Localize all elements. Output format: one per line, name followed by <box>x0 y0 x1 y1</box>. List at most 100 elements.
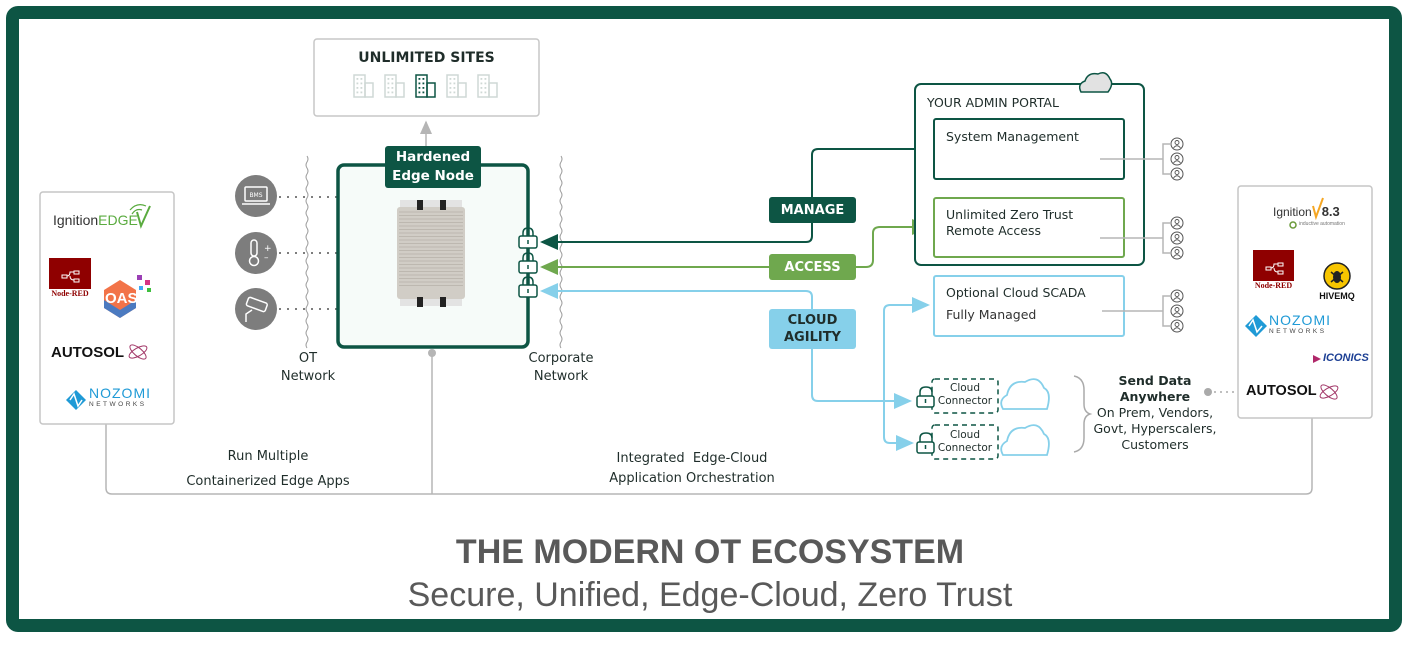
edge-device-image <box>397 200 465 307</box>
connector-lock-icon <box>916 386 935 408</box>
manage-tag[interactable]: MANAGE <box>780 202 845 218</box>
send-data-line4: Govt, Hyperscalers, <box>1093 421 1217 436</box>
remote-access-line1: Unlimited Zero Trust <box>946 207 1074 222</box>
footer-title: THE MODERN OT ECOSYSTEM <box>455 533 965 571</box>
cloud-scada-connection-line <box>883 297 930 444</box>
cloud-tag-bg <box>769 309 856 349</box>
connector-lock-icon <box>916 432 935 454</box>
edge-node-title: Hardened Edge Node <box>385 148 481 186</box>
orchestration-line <box>105 418 1313 495</box>
ot-network-label-line1: OT <box>298 351 318 366</box>
nozomi-logo-right-icon <box>1245 315 1267 337</box>
nozomi-right-text: NOZOMI <box>1269 312 1331 328</box>
building-icon <box>415 74 436 98</box>
inductive-gear-icon <box>1289 221 1297 229</box>
nodered-logo-right-text: Node-RED <box>1254 281 1293 290</box>
nozomi-left-text: NOZOMI <box>89 385 151 401</box>
nozomi-logo-right: NOZOMI NETWORKS <box>1269 312 1331 337</box>
oas-logo-text: OAS <box>105 290 138 307</box>
oas-logo <box>104 275 151 318</box>
cloud-connector-2-label: Cloud Connector <box>932 429 998 455</box>
autosol-logo-right: AUTOSOL <box>1246 383 1317 399</box>
ignition-edge-logo: IgnitionEDGE <box>53 212 138 228</box>
cloud-agility-line2: AGILITY <box>784 330 841 345</box>
user-icon <box>1170 231 1184 245</box>
user-icon <box>1170 137 1184 151</box>
user-group <box>1100 137 1184 181</box>
edge-node-connector-dot <box>428 349 436 357</box>
lock-icon <box>518 227 538 249</box>
run-label-line2: Containerized Edge Apps <box>186 474 350 489</box>
thermometer-device: + – <box>235 232 277 274</box>
user-icon <box>1170 304 1184 318</box>
corporate-network-boundary <box>559 155 563 349</box>
footer-subtitle: Secure, Unified, Edge-Cloud, Zero Trust <box>407 576 1013 614</box>
svg-text:–: – <box>264 253 269 263</box>
autosol-atom-icon <box>128 344 1339 400</box>
ignition-83-text: Ignition <box>1273 205 1312 219</box>
inductive-automation-text: inductive automation <box>1299 221 1345 227</box>
svg-text:BMS: BMS <box>249 192 262 199</box>
cloud-scada-title: Optional Cloud SCADA <box>946 285 1086 300</box>
cloud-icon-2 <box>1000 424 1050 456</box>
lock-icon <box>518 276 538 298</box>
ignition-edge-wifi-icon <box>129 204 147 215</box>
system-management-label: System Management <box>946 129 1079 144</box>
building-icon <box>384 74 405 98</box>
corporate-network-label: Corporate Network <box>515 350 607 386</box>
ignition-83-logo: Ignition 8.3 <box>1273 204 1340 219</box>
site-buildings <box>353 74 498 98</box>
cloud-connector-1-label: Cloud Connector <box>932 382 998 408</box>
orch-label-line2: Application Orchestration <box>609 471 775 486</box>
nodered-logo-left-text: Node-RED <box>51 289 89 298</box>
remote-access-line2: Remote Access <box>946 223 1041 238</box>
camera-device <box>235 288 277 330</box>
ignition-logo-text: Ignition <box>53 212 99 228</box>
manage-tag-bg <box>769 197 856 223</box>
building-icon <box>477 74 498 98</box>
ignition-version-text: 8.3 <box>1321 204 1340 219</box>
hivemq-logo-text: HIVEMQ <box>1319 291 1355 301</box>
user-icon <box>1170 216 1184 230</box>
user-icon <box>1170 246 1184 260</box>
edge-logo-text: EDGE <box>98 212 138 228</box>
run-label-line1: Run Multiple <box>227 449 309 464</box>
nozomi-logo-left-icon <box>66 390 86 410</box>
admin-portal-title: YOUR ADMIN PORTAL <box>927 95 1059 110</box>
remote-access-label: Unlimited Zero Trust Remote Access <box>946 207 1073 239</box>
cloud-scada-subtitle: Fully Managed <box>946 307 1037 322</box>
send-data-dot <box>1204 388 1212 396</box>
hivemq-logo-icon <box>1323 262 1351 290</box>
right-apps-box <box>1237 185 1373 419</box>
cloud-connector-1-line1: Cloud <box>950 382 980 394</box>
cloud-connector-1-line2: Connector <box>937 395 993 407</box>
ot-network-boundary <box>305 155 309 349</box>
ignition-83-check-icon <box>1312 197 1324 221</box>
send-data-line3: On Prem, Vendors, <box>1096 405 1214 420</box>
send-data-brace <box>1073 375 1093 453</box>
cloud-scada-box[interactable] <box>933 275 1125 337</box>
corporate-network-label-line2: Network <box>533 369 589 384</box>
system-management-box[interactable] <box>933 118 1125 180</box>
ot-network-label: OT Network <box>270 350 346 386</box>
access-tag-bg <box>769 254 856 280</box>
lock-icon <box>518 252 538 274</box>
manage-connection-line <box>540 148 920 250</box>
edge-node-title-badge <box>385 146 481 188</box>
autosol-logo-left: AUTOSOL <box>51 344 125 361</box>
user-group <box>1102 289 1184 333</box>
user-group <box>1100 216 1184 260</box>
ignition-edge-check-icon <box>136 205 151 229</box>
cloud-agility-line1: CLOUD <box>787 313 838 328</box>
bms-laptop-icon <box>244 186 268 202</box>
remote-access-box[interactable] <box>933 197 1125 258</box>
ot-network-label-line2: Network <box>280 369 336 384</box>
cloud-agility-tag[interactable]: CLOUD AGILITY <box>769 309 856 349</box>
send-data-line1: Send Data <box>1118 373 1192 388</box>
edge-node-title-line2: Edge Node <box>392 168 474 184</box>
admin-portal-cloud-icon <box>1078 72 1113 93</box>
building-icon <box>446 74 467 98</box>
access-tag[interactable]: ACCESS <box>784 259 841 275</box>
user-icon <box>1170 167 1184 181</box>
